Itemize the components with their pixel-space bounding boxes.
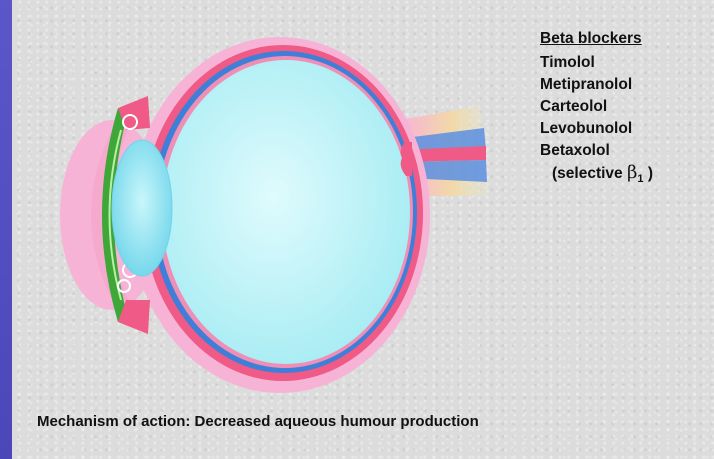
note-suffix: ) [648, 165, 653, 182]
side-accent-bar [0, 0, 12, 459]
drug-carteolol: Carteolol [540, 96, 653, 118]
vitreous-body [162, 60, 410, 364]
beta-symbol: β [627, 162, 637, 183]
drug-metipranolol: Metipranolol [540, 74, 653, 96]
beta-subscript: 1 [637, 173, 643, 185]
drug-levobunolol: Levobunolol [540, 118, 653, 140]
lens [112, 140, 172, 276]
mechanism-caption: Mechanism of action: Decreased aqueous h… [37, 413, 479, 430]
drug-betaxolol: Betaxolol [540, 140, 653, 162]
beta-blocker-list: Beta blockers Timolol Metipranolol Carte… [540, 28, 653, 190]
drug-list-heading: Beta blockers [540, 28, 653, 50]
drug-timolol: Timolol [540, 52, 653, 74]
selectivity-note: (selective β1 ) [540, 162, 653, 190]
note-prefix: (selective [552, 165, 623, 182]
